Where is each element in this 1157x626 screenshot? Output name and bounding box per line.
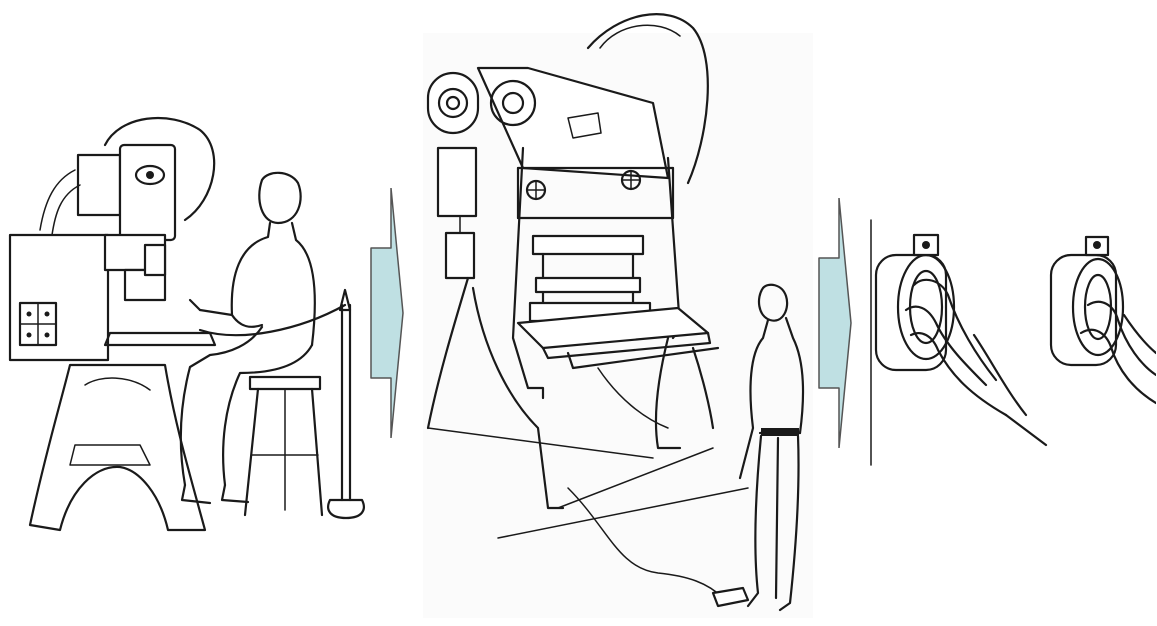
two-hand-buttons-icon [866, 215, 1156, 470]
arrow-right-icon [369, 188, 405, 438]
manual-press-operator-icon [0, 105, 370, 545]
arrow-right-icon [817, 198, 853, 448]
foot-pedal-press-icon [418, 8, 818, 620]
